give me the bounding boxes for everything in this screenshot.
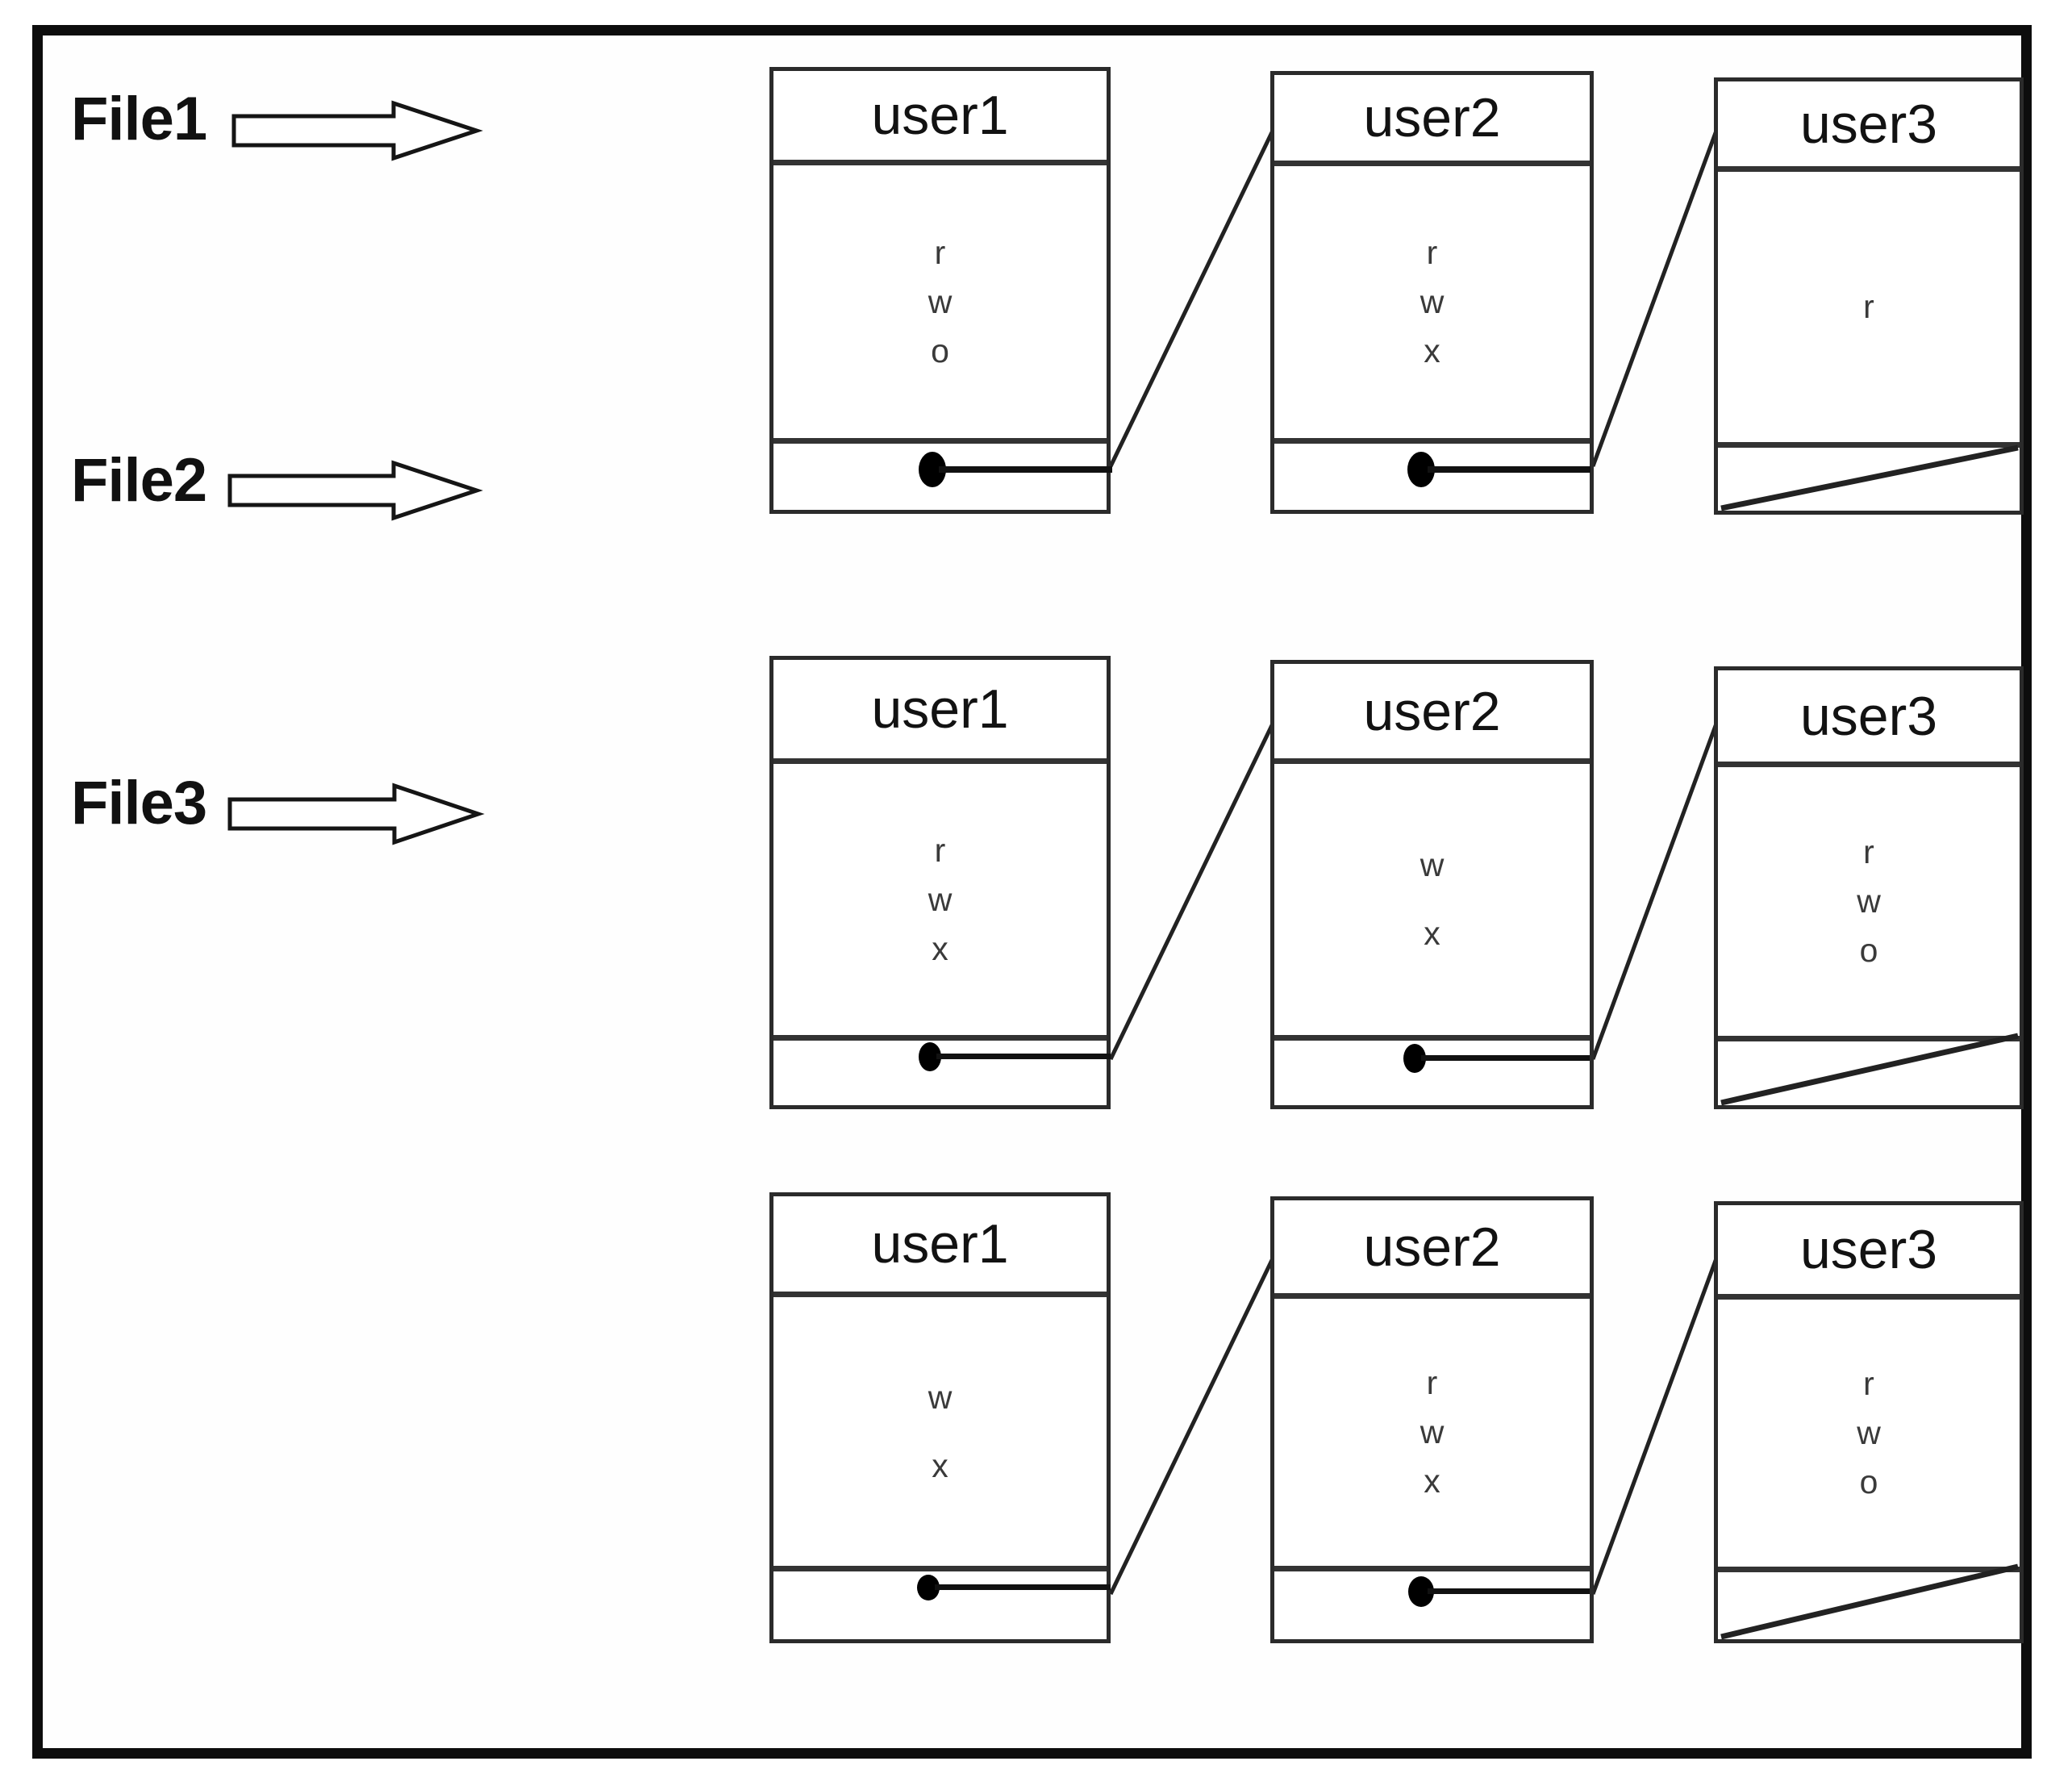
acl-node-2-2[interactable]: user2 w x [1270,660,1594,1109]
permission-letter: x [932,929,948,967]
acl-pointer-cell-2-3 [1718,1033,2020,1106]
null-slash-icon [1720,1033,2019,1106]
acl-node-header-2-3: user3 [1718,670,2020,767]
pointer-stub-line [1421,1055,1590,1061]
permission-letter: w [1420,846,1445,883]
acl-node-header-3-2: user2 [1274,1200,1590,1299]
acl-pointer-cell-2-1 [773,1033,1111,1105]
acl-node-header-1-2: user2 [1274,75,1590,166]
acl-permissions-3-1: w x [773,1297,1107,1571]
acl-permissions-1-1: r w o [773,165,1107,444]
null-slash-icon [1720,1563,2019,1640]
acl-node-header-2-2: user2 [1274,664,1590,764]
user-name-label: user2 [1363,87,1501,148]
permission-letter: w [1857,883,1881,920]
acl-pointer-cell-3-2 [1274,1563,1590,1639]
block-arrow-right-icon-2 [227,460,483,521]
acl-node-1-2[interactable]: user2 r w x [1270,71,1594,514]
file-label-1: File1 [71,85,207,153]
acl-node-3-3[interactable]: user3 r w o [1714,1201,2024,1643]
user-name-label: user3 [1799,93,1938,155]
user-name-label: user3 [1799,685,1938,747]
permission-letter: w [928,880,953,918]
acl-pointer-cell-1-1 [773,444,1112,510]
acl-node-header-3-1: user1 [773,1196,1107,1297]
acl-pointer-cell-1-2 [1274,444,1590,510]
permission-letter: r [1863,288,1874,325]
acl-node-2-3[interactable]: user3 r w o [1714,666,2024,1109]
permission-letter: r [1863,1365,1874,1402]
block-arrow-right-icon-1 [231,100,483,161]
permission-letter: w [928,1378,953,1416]
permission-letter: w [928,282,953,320]
block-arrow-right-icon-3 [227,782,485,845]
permission-letter: x [1424,332,1440,369]
file-label-2: File2 [71,446,207,515]
acl-node-1-1[interactable]: user1 r w o [769,67,1112,514]
acl-node-header-1-3: user3 [1718,81,2020,172]
acl-permissions-2-3: r w o [1718,767,2020,1041]
acl-pointer-cell-2-2 [1274,1033,1590,1105]
permission-letter: o [1859,932,1878,969]
permission-letter: r [1863,833,1874,870]
null-slash-icon [1720,444,2019,511]
permission-letter: w [1857,1414,1881,1451]
user-name-label: user1 [871,678,1009,740]
permission-letter: r [1426,234,1438,271]
acl-permissions-3-2: r w x [1274,1299,1590,1571]
acl-pointer-cell-1-3 [1718,444,2020,511]
acl-node-3-1[interactable]: user1 w x [769,1192,1111,1643]
pointer-stub-line [935,1584,1111,1590]
acl-node-header-1-1: user1 [773,71,1107,165]
acl-node-3-2[interactable]: user2 r w x [1270,1196,1594,1643]
acl-node-2-1[interactable]: user1 r w x [769,656,1111,1109]
permission-letter: x [1424,1463,1440,1500]
pointer-stub-line [1428,1588,1590,1594]
acl-permissions-3-3: r w o [1718,1300,2020,1572]
permission-letter: o [1859,1463,1878,1500]
user-name-label: user2 [1363,1216,1501,1278]
permission-letter: w [1420,283,1445,320]
permission-letter: r [934,233,946,271]
user-name-label: user3 [1799,1219,1938,1280]
acl-permissions-2-1: r w x [773,764,1107,1041]
user-name-label: user1 [871,1213,1009,1275]
permission-letter: o [931,332,949,369]
user-name-label: user1 [871,85,1009,146]
file-label-3: File3 [71,769,207,837]
permission-letter: r [1426,1364,1438,1401]
acl-node-header-3-3: user3 [1718,1205,2020,1300]
permission-letter: x [932,1446,948,1484]
permission-letter: w [1420,1413,1445,1450]
pointer-stub-line [1428,466,1590,473]
acl-permissions-1-3: r [1718,172,2020,448]
acl-permissions-2-2: w x [1274,764,1590,1041]
acl-node-1-3[interactable]: user3 r [1714,77,2024,515]
acl-pointer-cell-3-3 [1718,1563,2020,1640]
pointer-stub-line [939,466,1112,473]
acl-pointer-cell-3-1 [773,1563,1111,1639]
acl-permissions-1-2: r w x [1274,166,1590,444]
user-name-label: user2 [1363,680,1501,742]
pointer-stub-line [936,1054,1111,1059]
permission-letter: r [934,831,946,869]
permission-letter: x [1424,915,1440,952]
acl-node-header-2-1: user1 [773,660,1107,764]
